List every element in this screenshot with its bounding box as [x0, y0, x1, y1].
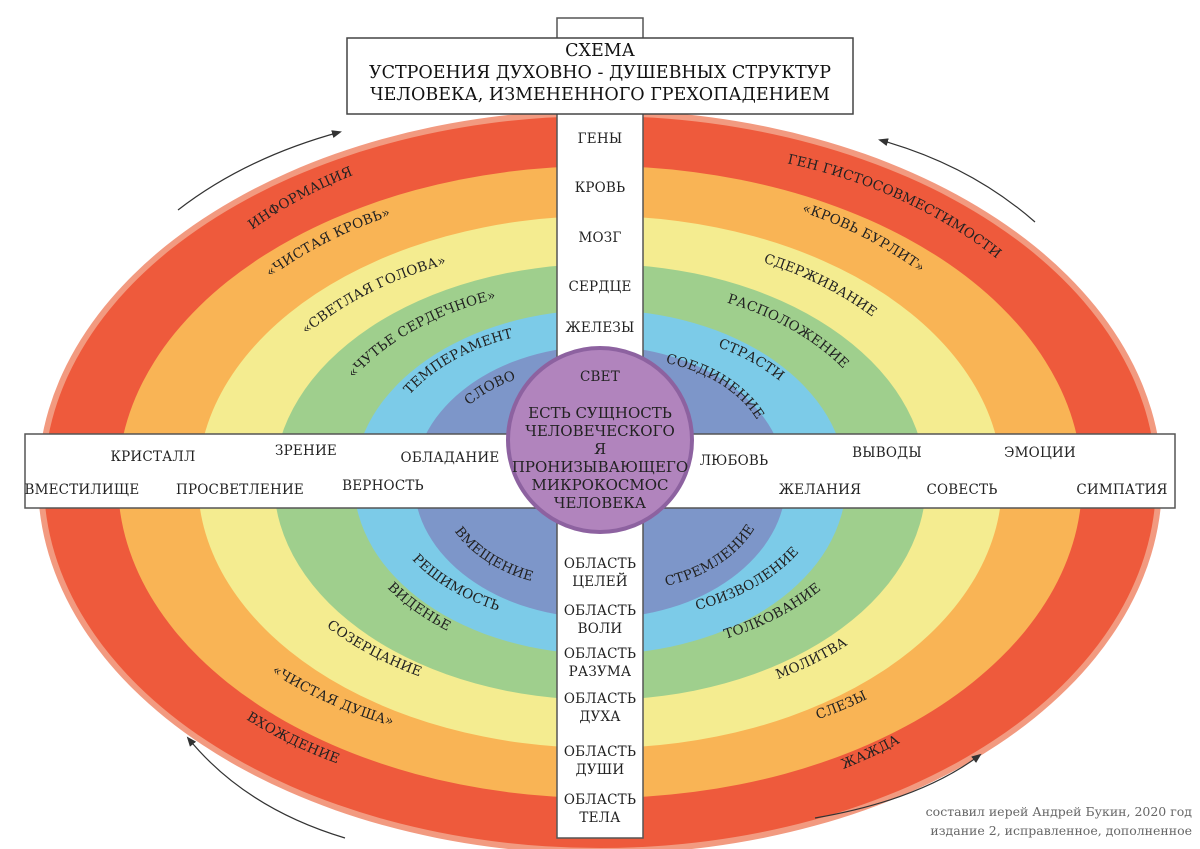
- title-line-2: УСТРОЕНИЯ ДУХОВНО - ДУШЕВНЫХ СТРУКТУР: [369, 63, 831, 83]
- horizontal-label-sympathy: СИМПАТИЯ: [1076, 482, 1167, 498]
- title-box: [346, 37, 854, 115]
- center-line-4: ПРОНИЗЫВАЮЩЕГО: [512, 458, 688, 476]
- arrow-upper-left: [177, 130, 342, 211]
- title-line-3: ЧЕЛОВЕКА, ИЗМЕНЕННОГО ГРЕХОПАДЕНИЕМ: [370, 85, 830, 105]
- vertical-label-glands: ЖЕЛЕЗЫ: [565, 320, 634, 336]
- arrow-upper-right: [878, 138, 1036, 223]
- center-line-1: ЕСТЬ СУЩНОСТЬ: [528, 404, 672, 422]
- vertical-label-will-1: ОБЛАСТЬ: [564, 603, 636, 619]
- center-circle: [506, 346, 694, 534]
- vertical-label-blood: КРОВЬ: [575, 180, 626, 196]
- vertical-label-reason-2: РАЗУМА: [569, 664, 632, 680]
- credit-line-1: составил иерей Андрей Букин, 2020 год: [925, 804, 1192, 819]
- vertical-label-will-2: ВОЛИ: [578, 621, 623, 637]
- credit-line-2: издание 2, исправленное, дополненное: [930, 823, 1192, 838]
- horizontal-label-love: ЛЮБОВЬ: [700, 453, 769, 469]
- horizontal-label-desires: ЖЕЛАНИЯ: [779, 482, 861, 498]
- vertical-label-spirit-1: ОБЛАСТЬ: [564, 691, 636, 707]
- vertical-label-body-1: ОБЛАСТЬ: [564, 792, 636, 808]
- center-line-6: ЧЕЛОВЕКА: [554, 494, 647, 512]
- horizontal-label-crystal: КРИСТАЛЛ: [111, 449, 196, 465]
- horizontal-label-conclusions: ВЫВОДЫ: [852, 445, 922, 461]
- vertical-label-goals-1: ОБЛАСТЬ: [564, 556, 636, 572]
- horizontal-label-fidelity: ВЕРНОСТЬ: [342, 478, 424, 494]
- center-line-2: ЧЕЛОВЕЧЕСКОГО: [525, 422, 675, 440]
- center-line-3: Я: [594, 440, 606, 458]
- vertical-label-reason-1: ОБЛАСТЬ: [564, 646, 636, 662]
- vertical-label-goals-2: ЦЕЛЕЙ: [572, 573, 628, 590]
- horizontal-label-possession: ОБЛАДАНИЕ: [401, 450, 500, 466]
- arrow-lower-left: [186, 736, 346, 839]
- vertical-label-soul-1: ОБЛАСТЬ: [564, 744, 636, 760]
- vertical-label-brain: МОЗГ: [578, 230, 621, 246]
- vertical-label-spirit-2: ДУХА: [579, 709, 621, 725]
- arrow-lower-right: [814, 753, 982, 819]
- vertical-label-genes: ГЕНЫ: [578, 131, 623, 147]
- title-line-1: СХЕМА: [565, 41, 636, 61]
- horizontal-label-emotions: ЭМОЦИИ: [1004, 445, 1076, 461]
- horizontal-label-vision: ЗРЕНИЕ: [275, 443, 337, 459]
- vertical-label-light: СВЕТ: [580, 369, 620, 385]
- center-line-5: МИКРОКОСМОС: [532, 476, 669, 494]
- vertical-label-heart: СЕРДЦЕ: [568, 279, 631, 295]
- horizontal-label-conscience: СОВЕСТЬ: [926, 482, 997, 498]
- vertical-label-soul-2: ДУШИ: [576, 762, 625, 778]
- horizontal-label-vessel: ВМЕСТИЛИЩЕ: [24, 482, 139, 498]
- vertical-label-body-2: ТЕЛА: [579, 810, 621, 826]
- horizontal-label-enlightenment: ПРОСВЕТЛЕНИЕ: [176, 482, 304, 498]
